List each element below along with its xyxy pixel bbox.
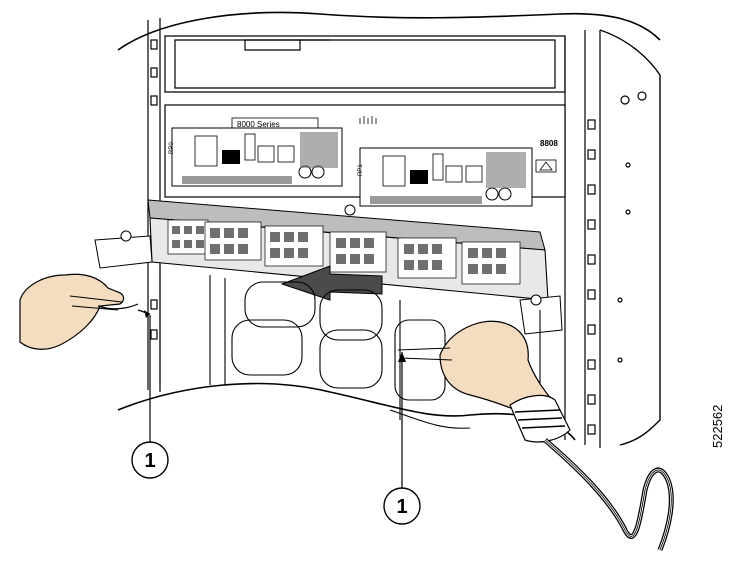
left-hand bbox=[19, 273, 151, 350]
callout-left-number: 1 bbox=[144, 450, 155, 472]
rack-frame bbox=[117, 11, 661, 448]
pull-direction-arrow bbox=[280, 265, 383, 301]
rp1-label: RP1 bbox=[358, 164, 364, 176]
route-processor-0: RP0 bbox=[169, 127, 343, 187]
right-hand bbox=[397, 320, 674, 551]
callout-left: 1 bbox=[131, 315, 169, 479]
route-processor-1: RP1 bbox=[358, 147, 533, 207]
figure-id: 522562 bbox=[710, 405, 725, 448]
callout-right-number: 1 bbox=[396, 496, 407, 518]
callout-right: 1 bbox=[383, 352, 421, 525]
chassis-rp-area: 8000 Series 8808 RP0 bbox=[164, 104, 566, 216]
model-label: 8808 bbox=[540, 139, 558, 148]
line-card bbox=[94, 199, 563, 335]
series-label: 8000 Series bbox=[237, 120, 280, 129]
rp0-label: RP0 bbox=[169, 142, 175, 154]
